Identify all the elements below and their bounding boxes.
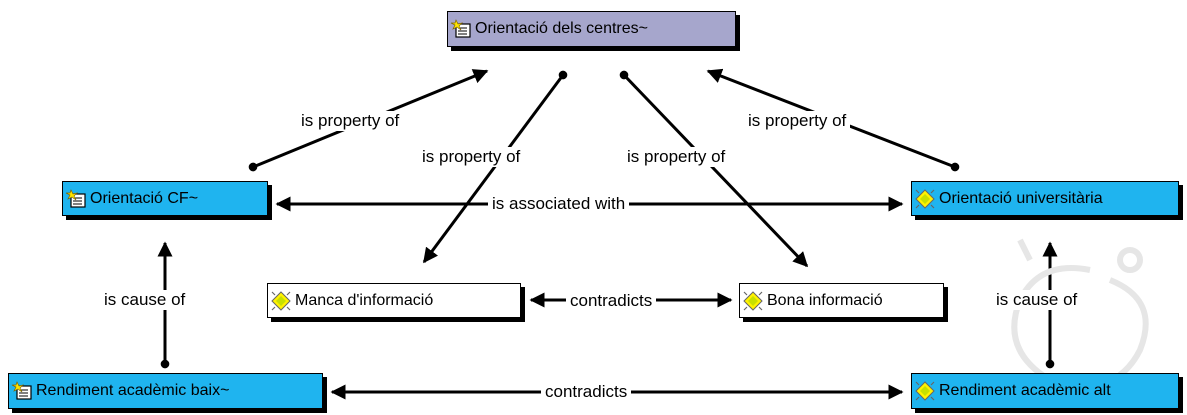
- concept-icon: [742, 290, 764, 312]
- edge-label-baix-alt: contradicts: [541, 382, 632, 402]
- node-label: Rendiment acadèmic baix~: [36, 382, 230, 399]
- node-label: Orientació CF~: [90, 189, 199, 207]
- edge-centres-to-bona: [619, 70, 809, 268]
- node-orientacio-cf[interactable]: Orientació CF~: [62, 181, 268, 216]
- node-bona-informacio[interactable]: Bona informació: [739, 283, 944, 318]
- edge-label-cf-centres: is property of: [297, 111, 404, 131]
- node-label: Orientació universitària: [939, 189, 1103, 207]
- node-orientacio-universitaria[interactable]: Orientació universitària: [911, 181, 1179, 216]
- edge-label-centres-manca: is property of: [418, 147, 525, 167]
- node-label: Rendiment acadèmic alt: [939, 382, 1111, 399]
- cluster-icon: [450, 18, 472, 40]
- cluster-icon: [65, 188, 87, 210]
- concept-icon: [914, 188, 936, 210]
- node-rendiment-alt[interactable]: Rendiment acadèmic alt: [911, 373, 1179, 409]
- concept-icon: [270, 290, 292, 312]
- cluster-icon: [11, 380, 33, 402]
- edge-label-alt-univ: is cause of: [992, 290, 1082, 310]
- edge-label-univ-centres: is property of: [744, 111, 851, 131]
- node-rendiment-baix[interactable]: Rendiment acadèmic baix~: [8, 373, 323, 409]
- node-manca-informacio[interactable]: Manca d'informació: [267, 283, 521, 318]
- edge-centres-to-manca: [422, 70, 568, 264]
- node-label: Manca d'informació: [295, 291, 434, 309]
- node-label: Orientació dels centres~: [475, 20, 648, 37]
- edge-label-cf-univ: is associated with: [488, 194, 630, 214]
- node-orientacio-dels-centres[interactable]: Orientació dels centres~: [447, 11, 736, 47]
- edge-label-manca-bona: contradicts: [566, 291, 657, 311]
- node-label: Bona informació: [767, 291, 883, 309]
- edge-label-baix-cf: is cause of: [100, 290, 190, 310]
- edge-label-centres-bona: is property of: [623, 147, 730, 167]
- concept-icon: [914, 380, 936, 402]
